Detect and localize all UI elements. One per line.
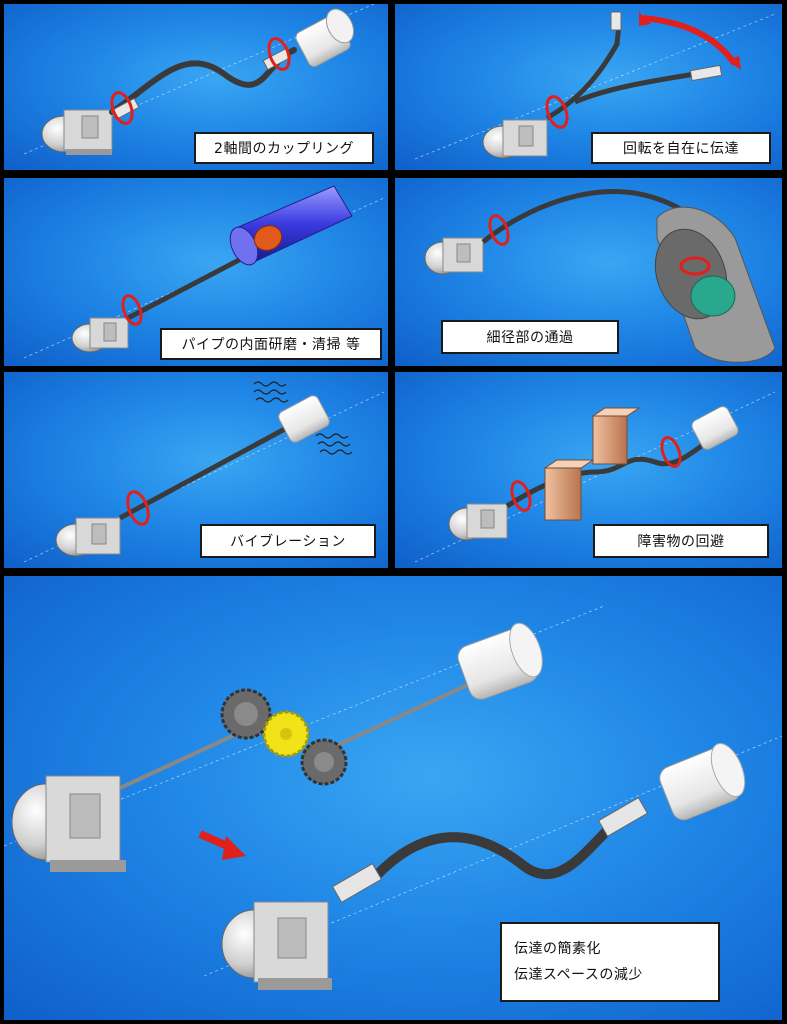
obstacle-box-icon bbox=[591, 407, 641, 465]
motor-icon bbox=[71, 317, 129, 353]
motor-icon bbox=[55, 517, 121, 557]
coupling-illustration bbox=[23, 4, 375, 155]
motor-icon bbox=[482, 119, 548, 159]
comparison-illustration bbox=[4, 605, 782, 990]
vibration-illustration bbox=[23, 381, 385, 563]
driven-cylinder-icon bbox=[278, 395, 330, 443]
panel-free-rotation: 回転を自在に伝達 bbox=[395, 4, 782, 170]
free-rotation-illustration bbox=[414, 11, 776, 160]
panel-narrow-passage: 細径部の通過 bbox=[395, 178, 782, 366]
driven-cylinder-icon bbox=[691, 406, 739, 450]
gear-yellow-icon bbox=[262, 710, 310, 758]
motor-icon bbox=[424, 237, 484, 275]
panel-obstacle-avoidance: 障害物の回避 bbox=[395, 372, 782, 568]
panel-caption: 細径部の通過 bbox=[441, 320, 619, 354]
pipe-icon bbox=[229, 185, 353, 266]
motor-icon bbox=[448, 503, 508, 541]
motor-icon bbox=[221, 901, 332, 990]
panel-caption: パイプの内面研磨・清掃 等 bbox=[160, 328, 382, 360]
gear-icon bbox=[220, 688, 272, 740]
panel-pipe-polishing: パイプの内面研磨・清掃 等 bbox=[4, 178, 388, 366]
panel-coupling: 2軸間のカップリング bbox=[4, 4, 388, 170]
pipe-polishing-illustration bbox=[23, 185, 385, 359]
obstacle-box-icon bbox=[543, 459, 595, 521]
narrow-passage-illustration bbox=[424, 189, 776, 363]
summary-line-2: 伝達スペースの減少 bbox=[514, 967, 643, 983]
arrow-down-right-icon bbox=[198, 830, 246, 860]
panel-caption: バイブレーション bbox=[200, 524, 376, 558]
vessel-icon bbox=[654, 206, 776, 363]
summary-line-1: 伝達の簡素化 bbox=[514, 941, 601, 957]
driven-cylinder-icon bbox=[295, 8, 355, 67]
driven-cylinder-icon bbox=[457, 622, 543, 700]
vibration-waves-icon bbox=[253, 381, 353, 455]
panel-caption: 障害物の回避 bbox=[593, 524, 769, 558]
panel-vibration: バイブレーション bbox=[4, 372, 388, 568]
obstacle-avoidance-illustration bbox=[414, 391, 776, 563]
motor-icon bbox=[11, 775, 126, 872]
gear-icon bbox=[300, 738, 348, 786]
panel-comparison: 伝達の簡素化 伝達スペースの減少 bbox=[4, 576, 782, 1020]
panel-caption: 回転を自在に伝達 bbox=[591, 132, 771, 164]
driven-cylinder-icon bbox=[659, 743, 746, 821]
summary-caption: 伝達の簡素化 伝達スペースの減少 bbox=[500, 922, 720, 1002]
motor-icon bbox=[41, 109, 113, 155]
panel-caption: 2軸間のカップリング bbox=[194, 132, 374, 164]
